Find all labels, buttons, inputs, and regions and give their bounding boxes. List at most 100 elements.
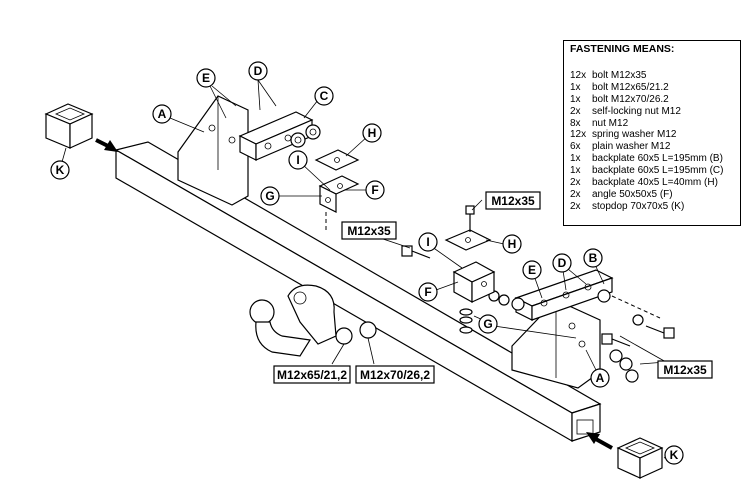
arrow-left (95, 138, 118, 152)
legend-item: 1x backplate 60x5 L=195mm (C) (570, 165, 734, 177)
legend-item: 6x plain washer M12 (570, 141, 734, 153)
legend-item-desc: angle 50x50x5 (F) (592, 188, 673, 200)
svg-text:G: G (483, 317, 492, 331)
axis-right (611, 295, 661, 319)
legend-item: 2x angle 50x50x5 (F) (570, 189, 734, 201)
svg-text:I: I (426, 235, 429, 249)
legend-item: 1x bolt M12x70/26.2 (570, 94, 734, 106)
legend-item-qty: 12x (570, 69, 587, 81)
legend-title: FASTENING MEANS: (570, 43, 675, 55)
legend-item-desc: bolt M12x70/26.2 (592, 93, 669, 105)
angle-f-left (318, 175, 360, 213)
callout-bolt-top: M12x35 (485, 191, 541, 210)
legend-item-desc: backplate 60x5 L=195mm (B) (592, 153, 723, 165)
label-e-right: E (522, 260, 542, 280)
legend-item-desc: spring washer M12 (592, 129, 677, 141)
label-k-left: K (50, 160, 70, 180)
label-i-left: I (288, 150, 308, 170)
callout-bolt-right: M12x35 (657, 360, 713, 379)
svg-text:M12x35: M12x35 (491, 194, 535, 208)
legend-item-qty: 2x (570, 105, 581, 117)
legend-item-desc: self-locking nut M12 (592, 105, 681, 117)
svg-text:F: F (424, 285, 431, 299)
label-h-right: H (502, 234, 522, 254)
label-a-right: A (590, 368, 610, 388)
legend-item-desc: backplate 40x5 L=40mm (H) (592, 177, 718, 189)
svg-text:M12x35: M12x35 (347, 224, 391, 238)
legend-item: 12x bolt M12x35 (570, 70, 734, 82)
legend-item-qty: 1x (570, 81, 581, 93)
label-e-left: E (196, 68, 216, 88)
label-b: B (583, 248, 603, 268)
angle-f-right (452, 261, 496, 304)
backplate-h-left (314, 149, 360, 171)
right-nuts (609, 314, 644, 383)
legend-item-qty: 8x (570, 117, 581, 129)
legend-item-qty: 2x (570, 177, 581, 189)
fastening-means-legend: FASTENING MEANS: 12x bolt M12x35 1x bolt M1… (563, 40, 741, 226)
svg-text:F: F (371, 183, 378, 197)
legend-item: 2x stopdop 70x70x5 (K) (570, 201, 734, 213)
label-f-left: F (365, 180, 385, 200)
label-f-right: F (418, 282, 438, 302)
legend-item-qty: 12x (570, 129, 587, 141)
left-nuts (290, 124, 321, 148)
svg-text:D: D (558, 256, 567, 270)
legend-item-qty: 2x (570, 188, 581, 200)
legend-item: 2x self-locking nut M12 (570, 106, 734, 118)
legend-item-qty: 1x (570, 153, 581, 165)
legend-item: 2x backplate 40x5 L=40mm (H) (570, 177, 734, 189)
svg-text:M12x70/26,2: M12x70/26,2 (360, 368, 430, 382)
label-d-right: D (552, 253, 572, 273)
legend-item-qty: 1x (570, 165, 581, 177)
bolt-right-2 (601, 333, 631, 347)
label-d-left: D (248, 61, 268, 81)
legend-item-desc: plain washer M12 (592, 141, 671, 153)
label-k-right: K (664, 445, 684, 465)
stopdop-k-left (44, 103, 94, 149)
svg-text:E: E (202, 71, 210, 85)
backplate-b (488, 269, 614, 321)
svg-text:M12x35: M12x35 (663, 363, 707, 377)
label-h-left: H (362, 123, 382, 143)
label-i-right: I (418, 232, 438, 252)
washer-stack (459, 308, 473, 334)
legend-item-desc: backplate 60x5 L=195mm (C) (592, 165, 724, 177)
svg-text:H: H (508, 237, 517, 251)
backplate-h-right (444, 229, 492, 251)
legend-item-qty: 6x (570, 141, 581, 153)
svg-text:B: B (589, 251, 598, 265)
label-g-right: G (478, 314, 498, 334)
svg-text:C: C (320, 89, 329, 103)
crossbeam (114, 141, 602, 443)
svg-text:I: I (296, 153, 299, 167)
svg-text:A: A (158, 107, 167, 121)
legend-item-desc: bolt M12x35 (592, 69, 647, 81)
left-bracket (177, 95, 249, 206)
svg-text:D: D (254, 64, 263, 78)
legend-list: 12x bolt M12x35 1x bolt M12x65/21.2 1x bolt M… (570, 70, 734, 213)
legend-item-desc: bolt M12x65/21.2 (592, 81, 669, 93)
stopdop-k-right (616, 437, 664, 479)
arrow-right (586, 432, 613, 450)
svg-text:E: E (528, 263, 536, 277)
legend-item: 1x backplate 60x5 L=195mm (B) (570, 153, 734, 165)
tow-ball-assembly (249, 284, 377, 357)
svg-text:H: H (368, 126, 377, 140)
svg-text:A: A (596, 371, 605, 385)
callout-bolt-left: M12x35 (341, 221, 397, 240)
callout-bolt-70: M12x70/26,2 (355, 365, 435, 384)
svg-text:K: K (56, 163, 65, 177)
callout-bolt-65: M12x65/21,2 (273, 365, 351, 384)
legend-item: 1x bolt M12x65/21.2 (570, 82, 734, 94)
svg-text:M12x65/21,2: M12x65/21,2 (277, 368, 347, 382)
legend-item-qty: 1x (570, 93, 581, 105)
bolt-left (401, 245, 431, 259)
svg-text:G: G (265, 189, 274, 203)
legend-item-qty: 2x (570, 200, 581, 212)
legend-item-desc: stopdop 70x70x5 (K) (592, 200, 685, 212)
label-a-left: A (152, 104, 172, 124)
label-g-left: G (260, 186, 280, 206)
